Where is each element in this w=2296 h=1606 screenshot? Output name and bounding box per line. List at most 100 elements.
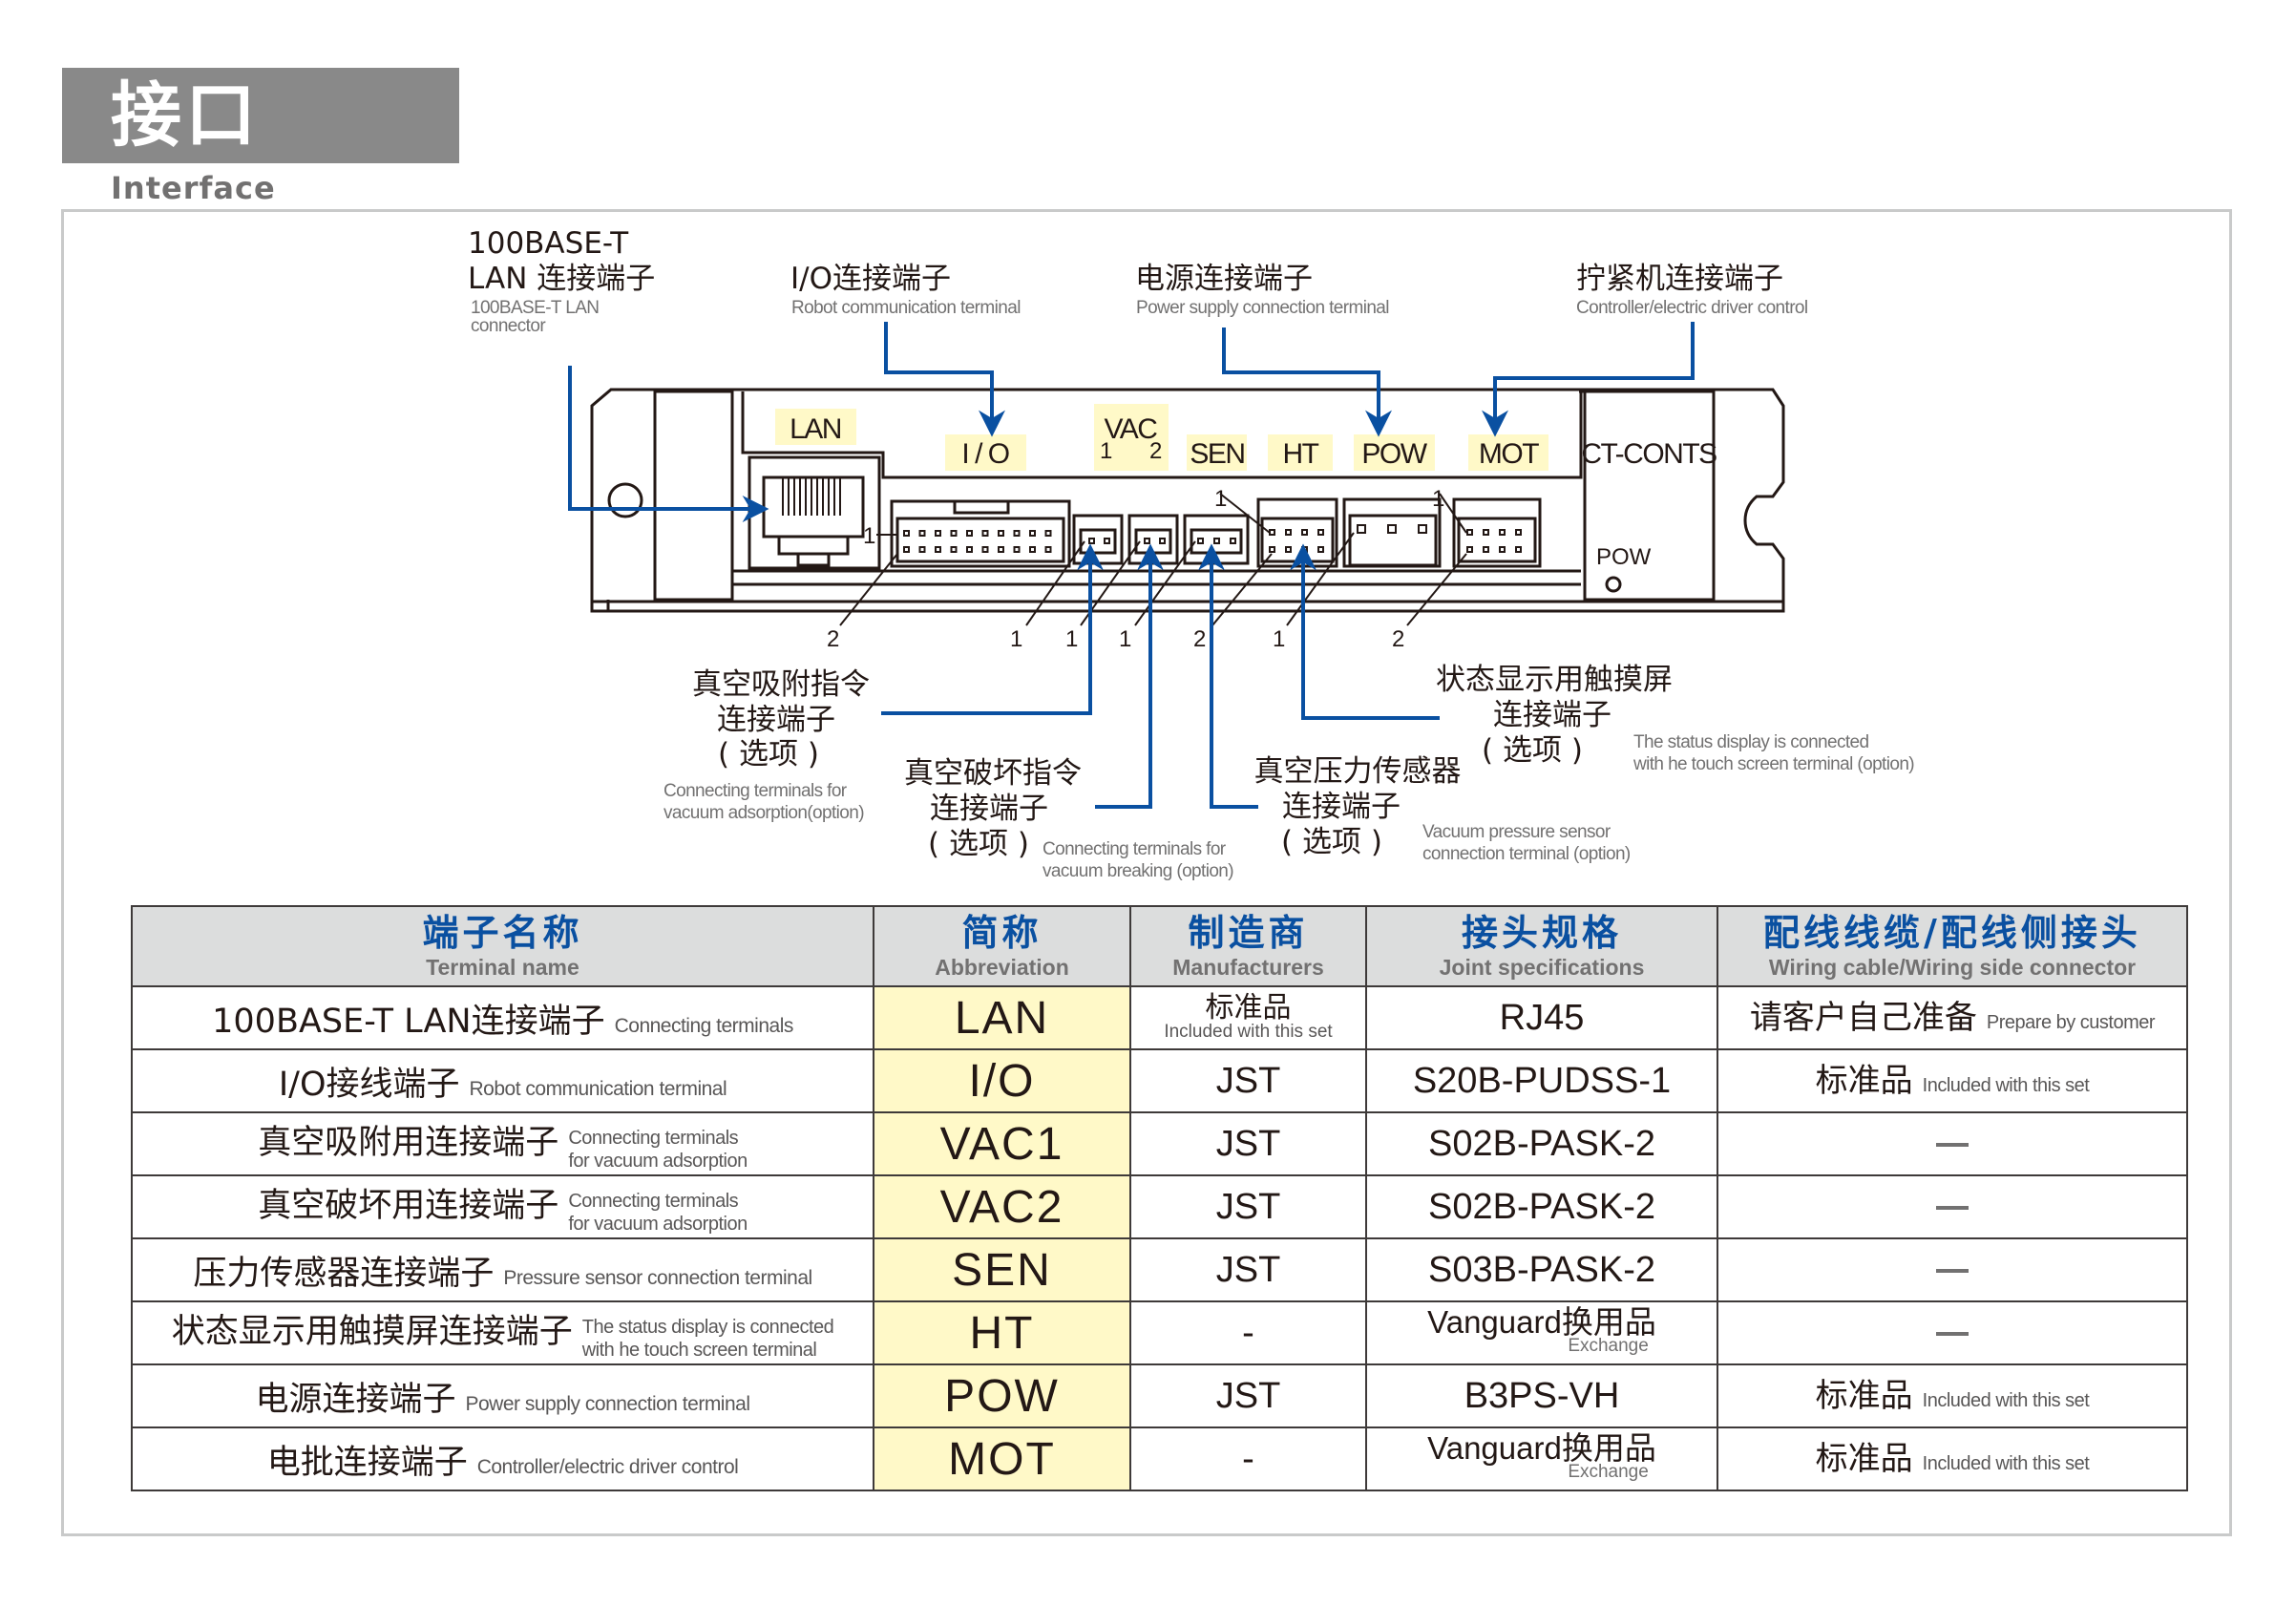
mot-pin — [1499, 546, 1506, 553]
io-pin — [1029, 530, 1036, 537]
pin-mot-1: 1 — [1432, 486, 1444, 512]
callout-vac1-en-2: vacuum adsorption(option) — [664, 803, 864, 823]
mot-pin — [1499, 529, 1506, 536]
pin-sen-1: 1 — [1119, 626, 1131, 652]
pin-vac2-1: 1 — [1065, 626, 1078, 652]
callout-line-lan — [568, 366, 769, 522]
manufacturer-cell: JST — [1129, 1111, 1367, 1176]
terminal-name-en: Pressure sensor connection terminal — [503, 1266, 812, 1289]
port-label-vac-1: 1 — [1100, 438, 1112, 464]
terminal-name-cn: 电源连接端子 — [255, 1380, 456, 1419]
pow-led-icon — [1605, 576, 1622, 593]
callout-line-io — [884, 322, 1005, 437]
io-pin — [935, 530, 941, 537]
io-pin — [918, 530, 926, 537]
callout-vac1-cn-1: 真空吸附指令 — [692, 667, 870, 702]
io-pin — [1029, 546, 1036, 553]
callout-line-sen — [1198, 543, 1258, 809]
port-label-pow: POW — [1361, 438, 1427, 470]
callout-mot-cn: 拧紧机连接端子 — [1576, 262, 1783, 296]
callout-line-pow — [1222, 328, 1392, 437]
callout-lines — [568, 322, 1695, 809]
manufacturer-cell: - — [1129, 1426, 1367, 1491]
terminal-name-cell: 电源连接端子 Power supply connection terminal — [131, 1363, 874, 1428]
mot-pin — [1515, 529, 1522, 536]
wiring-cell — [1717, 1237, 2188, 1302]
terminal-name-cn: 真空吸附用连接端子 — [258, 1124, 559, 1163]
section-title-bar — [62, 68, 459, 163]
vac1-pin — [1104, 538, 1110, 544]
joint-spec-cell: S02B-PASK-2 — [1365, 1174, 1718, 1239]
terminal-name-cn: 状态显示用触摸屏连接端子 — [171, 1313, 573, 1352]
manufacturer-cell: - — [1129, 1300, 1367, 1365]
section-title: 接口 — [111, 74, 260, 157]
callout-vac1-cn-3: ( 选项 ) — [718, 737, 819, 771]
callout-ht-cn-1: 状态显示用触摸屏 — [1436, 663, 1673, 697]
pin-ht-1: 1 — [1214, 486, 1227, 512]
io-pin — [1044, 530, 1052, 537]
vac2-pin — [1159, 538, 1166, 544]
terminal-name-cn: 真空破坏用连接端子 — [258, 1187, 559, 1226]
callout-line-mot — [1482, 322, 1695, 437]
ct-conts-panel — [1579, 390, 1716, 602]
abbreviation-cell: MOT — [873, 1426, 1131, 1491]
pin-io-1: 1 — [863, 523, 875, 549]
callout-lan-cn-2: LAN 连接端子 — [468, 262, 655, 296]
none-dash — [1936, 1143, 1969, 1147]
manufacturer-cell: JST — [1129, 1237, 1367, 1302]
abbreviation-cell: HT — [873, 1300, 1131, 1365]
io-pin — [950, 530, 958, 537]
sen-pin — [1230, 538, 1236, 544]
io-pin — [903, 530, 910, 537]
mount-hole-icon — [607, 482, 643, 518]
vac1-pin — [1088, 538, 1095, 544]
callout-vac2-en-1: Connecting terminals for — [1043, 839, 1227, 859]
manufacturer-cell: JST — [1129, 1363, 1367, 1428]
abbreviation-cell: VAC1 — [873, 1111, 1131, 1176]
io-pin — [981, 530, 989, 537]
terminal-name-en: Robot communication terminal — [469, 1077, 727, 1100]
manufacturer-cell: JST — [1129, 1048, 1367, 1113]
port-label-ht: HT — [1283, 438, 1319, 470]
callout-lan-en-2: connector — [471, 316, 546, 336]
io-pin — [918, 546, 926, 553]
terminal-name-cn: I/O接线端子 — [278, 1065, 460, 1104]
terminal-name-en: Power supply connection terminal — [465, 1392, 751, 1415]
port-label-sen: SEN — [1190, 438, 1244, 470]
joint-spec-cell: B3PS-VH — [1365, 1363, 1718, 1428]
none-dash — [1936, 1332, 1969, 1336]
terminal-name-cn: 100BASE-T LAN连接端子 — [212, 1002, 605, 1041]
wiring-cell — [1717, 1300, 2188, 1365]
pin-vac1-1: 1 — [1010, 626, 1022, 652]
callout-lan-en-1: 100BASE-T LAN — [471, 298, 599, 318]
pin-pow-1: 1 — [1273, 626, 1285, 652]
io-pin — [935, 546, 941, 553]
pin-mot-2: 2 — [1392, 626, 1404, 652]
ht-pin — [1317, 529, 1324, 536]
callout-ht-cn-3: ( 选项 ) — [1482, 733, 1583, 768]
io-pin — [950, 546, 958, 553]
callout-pow-cn: 电源连接端子 — [1135, 262, 1313, 296]
io-pin — [998, 530, 1004, 537]
callout-line-ht — [1290, 543, 1440, 720]
joint-spec-cell: S20B-PUDSS-1 — [1365, 1048, 1718, 1113]
mot-pin — [1483, 546, 1489, 553]
pow-pin — [1357, 524, 1366, 534]
